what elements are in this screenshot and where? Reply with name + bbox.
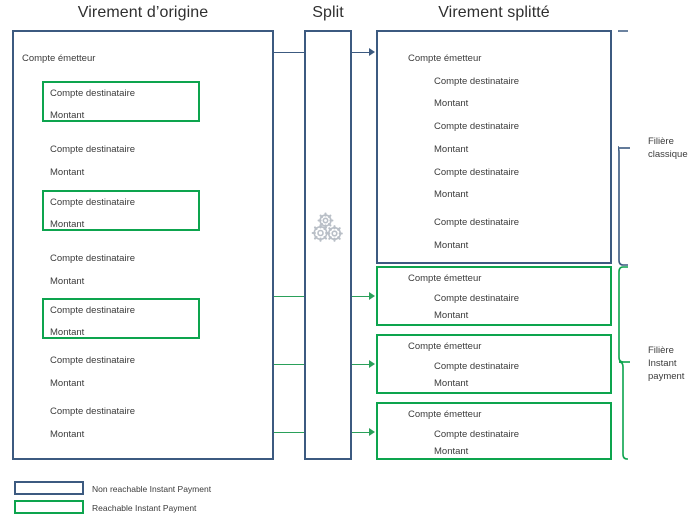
filiere-classique-box [376,30,612,264]
origine-entry-box-5 [42,298,200,339]
origine-entry-1-montant: Montant [50,110,85,121]
ip-1-compte-destinataire: Compte destinataire [434,293,520,304]
connector-split-to-ip-3 [352,432,370,433]
arrowhead-ip-1 [369,292,375,300]
classique-line-3: Compte destinataire [434,121,520,132]
brace-classique-line-1: Filière [648,136,674,147]
classique-line-1: Compte destinataire [434,76,520,87]
origine-entry-box-3 [42,190,200,231]
ip-3-compte-destinataire: Compte destinataire [434,429,520,440]
brace-label-filiere-classique: Filière classique [648,135,688,161]
column-title-virement-splitte: Virement splitté [438,4,550,21]
ip-2-compte-destinataire: Compte destinataire [434,361,520,372]
origine-entry-7-montant: Montant [50,429,85,440]
gears-icon [308,208,348,248]
classique-line-5: Compte destinataire [434,167,520,178]
ip-2-compte-emetteur: Compte émetteur [408,341,482,352]
classique-line-6: Montant [434,189,469,200]
brace-label-filiere-instant: Filière Instant payment [648,344,684,383]
split-panel [304,30,352,460]
classique-line-7: Compte destinataire [434,217,520,228]
connector-origine-to-split-ip-3 [274,432,304,433]
classique-line-4: Montant [434,144,469,155]
ip-1-compte-emetteur: Compte émetteur [408,273,482,284]
arrowhead-ip-3 [369,428,375,436]
legend-label-non-reachable: Non reachable Instant Payment [92,484,212,494]
origine-entry-4-compte: Compte destinataire [50,253,136,264]
connector-origine-to-split-classique [274,52,304,53]
origine-entry-1-compte: Compte destinataire [50,88,136,99]
arrowhead-classique [369,48,375,56]
connector-split-to-classique [352,52,370,53]
ip-3-montant: Montant [434,446,469,457]
classique-line-2: Montant [434,98,469,109]
instant-payment-box-2 [376,334,612,394]
column-title-virement-origine: Virement d’origine [77,4,209,21]
origine-entry-2-compte: Compte destinataire [50,144,136,155]
origine-entry-box-1 [42,81,200,122]
legend-swatch-non-reachable [14,481,84,495]
origine-compte-emetteur-label: Compte émetteur [22,53,96,64]
instant-payment-box-3 [376,402,612,460]
arrowhead-ip-2 [369,360,375,368]
origine-entry-3-montant: Montant [50,219,85,230]
origine-entry-4-montant: Montant [50,276,85,287]
ip-1-montant: Montant [434,310,469,321]
brace-instant-line-3: payment [648,371,685,382]
origine-entry-5-montant: Montant [50,327,85,338]
connector-split-to-ip-2 [352,364,370,365]
brace-classique-line-2: classique [648,149,688,160]
origine-entry-7-compte: Compte destinataire [50,406,136,417]
origine-entry-6-montant: Montant [50,378,85,389]
legend-swatch-reachable [14,500,84,514]
column-title-split: Split [312,4,344,21]
brace-instant-line-2: Instant [648,358,677,369]
origine-entry-3-compte: Compte destinataire [50,197,136,208]
classique-line-8: Montant [434,240,469,251]
origine-entry-2-montant: Montant [50,167,85,178]
connector-origine-to-split-ip-1 [274,296,304,297]
connector-split-to-ip-1 [352,296,370,297]
origine-entry-6-compte: Compte destinataire [50,355,136,366]
brace-instant-line-1: Filière [648,345,674,356]
classique-compte-emetteur-label: Compte émetteur [408,53,482,64]
instant-payment-box-1 [376,266,612,326]
origine-entry-5-compte: Compte destinataire [50,305,136,316]
connector-origine-to-split-ip-2 [274,364,304,365]
legend-label-reachable: Reachable Instant Payment [92,503,197,513]
ip-3-compte-emetteur: Compte émetteur [408,409,482,420]
ip-2-montant: Montant [434,378,469,389]
brace-filiere-instant [618,266,646,465]
brace-filiere-classique [614,30,646,271]
